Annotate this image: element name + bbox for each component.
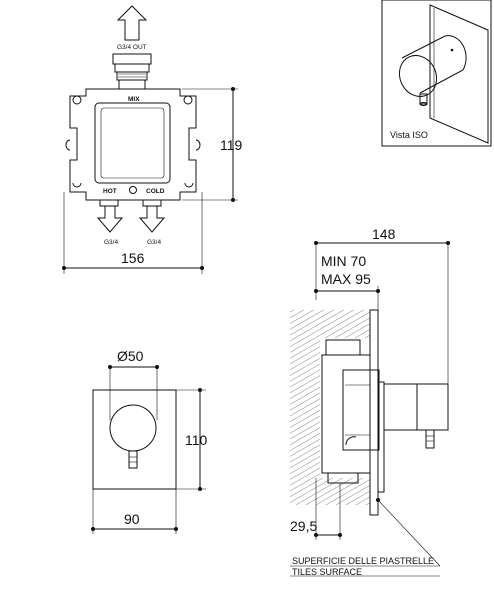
outlet-label: G3/4 OUT <box>117 44 147 51</box>
cold-label: COLD <box>146 188 165 195</box>
section-handle-collar <box>383 383 418 431</box>
top-view: G3/4 OUT MIX HOT COLD G3/4 G3/4 <box>62 5 243 274</box>
hot-inlet-label: G3/4 <box>104 239 118 246</box>
front-width-dimension: 90 <box>124 511 140 527</box>
overall-dimension: 148 <box>372 226 396 242</box>
section-wall-plate <box>377 381 385 493</box>
iso-view-frame <box>381 0 492 147</box>
outlet-arrow-icon <box>116 5 148 41</box>
mount-hole <box>72 95 82 105</box>
tiles-surface-label-en: TILES SURFACE <box>292 567 362 577</box>
tiles-layer <box>369 309 379 516</box>
height-dimension: 119 <box>220 137 243 153</box>
front-height-dimension: 110 <box>185 432 208 448</box>
outlet-fitting <box>112 53 152 65</box>
front-view: Ø50 110 90 <box>91 348 208 534</box>
offset-dimension: 29,5 <box>290 518 317 534</box>
tiles-leader-line <box>377 499 441 567</box>
iso-wall-plate <box>429 4 489 144</box>
wall-plate <box>92 389 177 490</box>
spout-connector <box>128 450 138 469</box>
iso-view: Vista ISO <box>381 0 492 147</box>
control-knob <box>109 404 157 452</box>
hot-label: HOT <box>103 188 117 195</box>
screw-icon <box>129 186 137 194</box>
min-depth-label: MIN 70 <box>321 253 366 269</box>
section-spout <box>425 429 435 449</box>
mount-hole <box>183 95 193 105</box>
mixing-body <box>94 102 171 184</box>
iso-view-caption: Vista ISO <box>390 130 428 140</box>
iso-handle-knob <box>398 55 438 97</box>
diameter-dimension: Ø50 <box>117 348 144 364</box>
side-section-view: 148 MIN 70 MAX 95 29,5 SUPERFICIE DELLE … <box>290 226 450 577</box>
iso-handle-body <box>401 35 467 94</box>
section-handle-knob <box>416 383 449 431</box>
iso-spout <box>419 93 428 105</box>
max-depth-label: MAX 95 <box>321 271 371 287</box>
mix-label: MIX <box>128 96 140 103</box>
cold-inlet-arrow-icon <box>138 205 166 233</box>
width-dimension: 156 <box>121 250 145 266</box>
cold-inlet-label: G3/4 <box>147 239 161 246</box>
tiles-surface-label-it: SUPERFICIE DELLE PIASTRELLE <box>292 556 434 566</box>
hot-inlet-arrow-icon <box>96 205 124 233</box>
mounting-bracket <box>69 88 197 201</box>
